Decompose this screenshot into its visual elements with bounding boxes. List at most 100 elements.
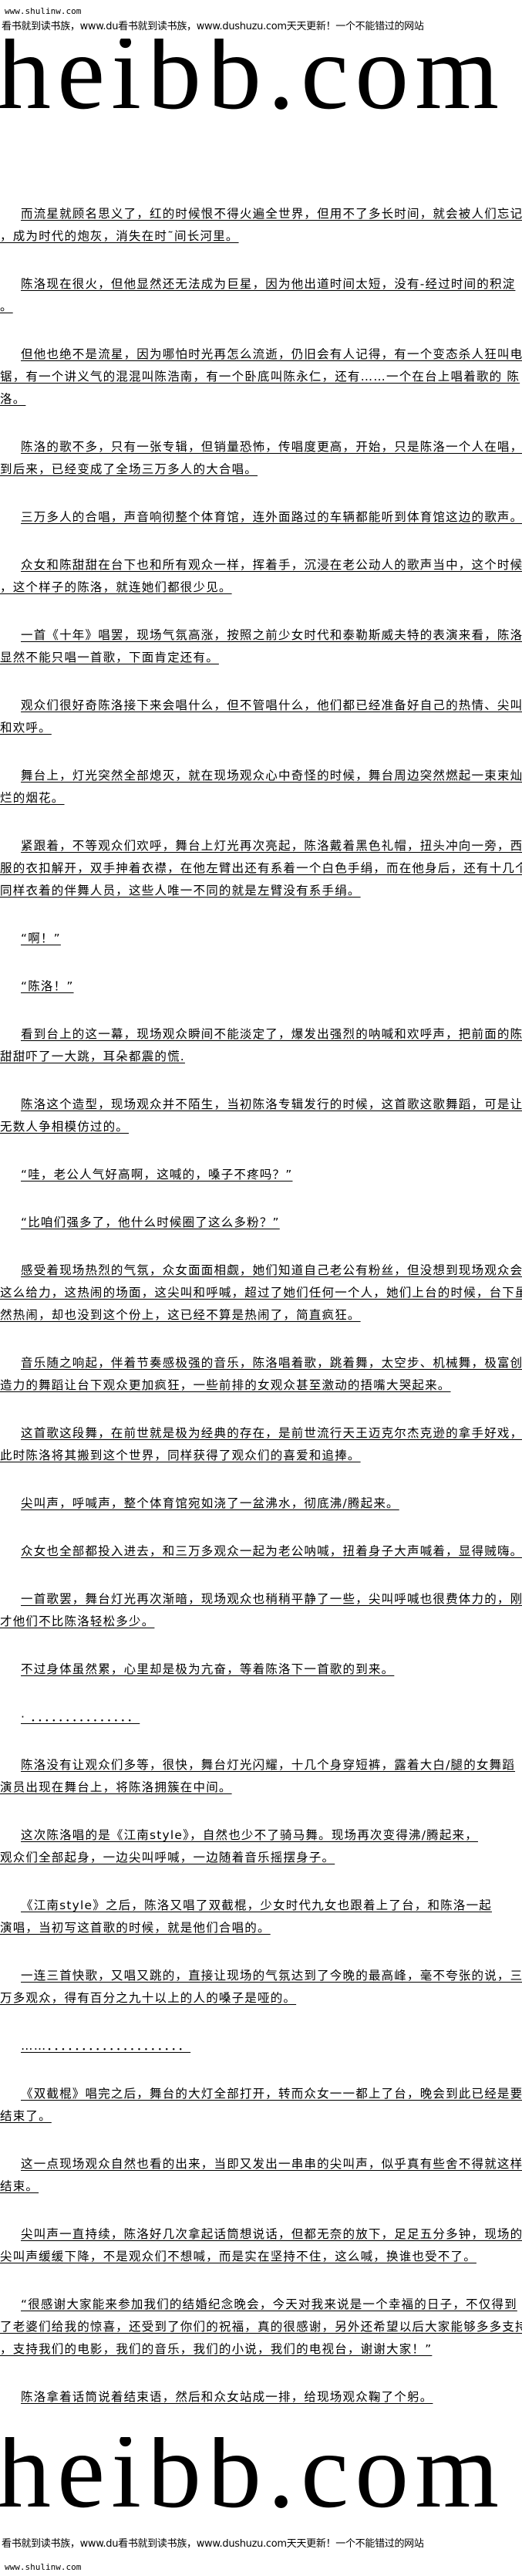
text-line: 洛。 [0, 392, 26, 406]
paragraph: 感受着现场热烈的气氛，众女面面相觑，她们知道自己老公有粉丝，但没想到现场观众会这… [0, 1259, 522, 1327]
logo-text: heibb.com [0, 39, 506, 113]
text-line: 才他们不比陈洛轻松多少。 [0, 1614, 155, 1628]
text-line: “比咱们强多了，他什么时候圈了这么多粉？” [21, 1215, 280, 1229]
text-line: 和欢呼。 [0, 721, 52, 735]
text-line: 尖叫声缓缓下降，不是观众们不想喊，而是实在坚持不住，这么喊，换谁也受不了。 [0, 2250, 477, 2263]
text-line: 此时陈洛将其搬到这个世界，同样获得了观众们的喜爱和追捧。 [0, 1449, 361, 1462]
text-line: · ．．．．．．．．．．．．．．． [21, 1710, 140, 1724]
text-line: 看到台上的这一幕，现场观众瞬间不能淡定了，爆发出强烈的呐喊和欢呼声，把前面的陈 [21, 1027, 522, 1041]
paragraph: 一首歌罢，舞台灯光再次渐暗，现场观众也稍稍平静了一些，尖叫呼喊也很费体力的，刚才… [0, 1588, 522, 1633]
paragraph: 不过身体虽然累，心里却是极为亢奋，等着陈洛下一首歌的到来。 [0, 1658, 522, 1681]
text-line: 演员出现在舞台上，将陈洛拥簇在中间。 [0, 1780, 232, 1794]
text-line: 陈洛的歌不多，只有一张专辑，但销量恐怖，传唱度更高，开始，只是陈洛一个人在唱， [21, 440, 522, 454]
paragraph: 而流星就顾名思义了，红的时候恨不得火遍全世界，但用不了多长时间，就会被人们忘记 ，… [0, 203, 522, 248]
paragraph: “哇，老公人气好高啊，这喊的，嗓子不疼吗？” [0, 1164, 522, 1186]
paragraph: 陈洛拿着话筒说着结束语，然后和众女站成一排，给现场观众鞠了个躬。 [0, 2386, 522, 2409]
paragraph: ……．．．．．．．．．．．．．．．．．．．． [0, 2035, 522, 2057]
logo-text: heibb.com [0, 2437, 506, 2511]
text-line: 陈洛拿着话筒说着结束语，然后和众女站成一排，给现场观众鞠了个躬。 [21, 2390, 433, 2404]
paragraph: 陈洛现在很火，但他显然还无法成为巨星，因为他出道时间太短，没有-经过时间的积淀。 [0, 273, 522, 318]
paragraph: 音乐随之响起，伴着节奏感极强的音乐，陈洛唱着歌，跳着舞，太空步、机械舞，极富创造… [0, 1352, 522, 1397]
paragraph: 尖叫声一直持续，陈洛好几次拿起话筒想说话，但都无奈的放下，足足五分多钟，现场的尖… [0, 2223, 522, 2268]
text-line: 烂的烟花。 [0, 791, 65, 805]
text-line: ，支持我们的电影，我们的音乐，我们的小说，我们的电视台，谢谢大家！” [0, 2342, 433, 2356]
paragraph: 众女也全部都投入进去，和三万多观众一起为老公呐喊，扭着身子大声喊着，显得贼嗨。 [0, 1540, 522, 1563]
text-line: 然热闹，却也没到这个份上，这已经不算是热闹了，简直疯狂。 [0, 1308, 361, 1322]
paragraph: 陈洛的歌不多，只有一张专辑，但销量恐怖，传唱度更高，开始，只是陈洛一个人在唱， 到… [0, 436, 522, 481]
paragraph: “比咱们强多了，他什么时候圈了这么多粉？” [0, 1212, 522, 1234]
site-url-top: www.shulinw.com [5, 6, 82, 16]
site-logo-top: heibb.com [0, 39, 522, 113]
paragraph: 但他也绝不是流星，因为哪怕时光再怎么流逝，仍旧会有人记得，有一个变态杀人狂叫电锯… [0, 343, 522, 411]
site-url-bottom: www.shulinw.com [5, 2562, 82, 2572]
site-banner-top: 看书就到读书族，www.du看书就到读书族，www.dushuzu.com天天更… [2, 21, 424, 32]
paragraph: 舞台上，灯光突然全部熄灭，就在现场观众心中奇怪的时候，舞台周边突然燃起一束束灿烂… [0, 765, 522, 810]
paragraph: 一首《十年》唱罢，现场气氛高涨，按照之前少女时代和泰勒斯威夫特的表演来看，陈洛显… [0, 624, 522, 669]
text-line: 服的衣扣解开，双手抻着衣襟，在他左臂出还有系着一个白色手绢，而在他身后，还有十几… [0, 861, 522, 875]
text-line: 一连三首快歌，又唱又跳的，直接让现场的气氛达到了今晚的最高峰，毫不夸张的说，三 [21, 1969, 522, 1983]
paragraph: 紧跟着，不等观众们欢呼，舞台上灯光再次亮起，陈洛戴着黑色礼帽，扭头冲向一旁，西服… [0, 835, 522, 902]
text-line: 这次陈洛唱的是《江南style》，自然也少不了骑马舞。现场再次变得沸/腾起来， [21, 1828, 478, 1842]
text-line: “很感谢大家能来参加我们的结婚纪念晚会，今天对我来说是一个幸福的日子，不仅得到 [21, 2297, 517, 2311]
text-line: 结束。 [0, 2179, 39, 2193]
text-line: 舞台上，灯光突然全部熄灭，就在现场观众心中奇怪的时候，舞台周边突然燃起一束束灿 [21, 769, 522, 783]
paragraph: “很感谢大家能来参加我们的结婚纪念晚会，今天对我来说是一个幸福的日子，不仅得到了… [0, 2294, 522, 2361]
text-line: 显然不能只唱一首歌，下面肯定还有。 [0, 651, 219, 664]
text-line: 演唱，当初写这首歌的时候，就是他们合唱的。 [0, 1921, 271, 1935]
text-line: 造力的舞蹈让台下观众更加疯狂，一些前排的女观众甚至激动的捂嘴大哭起来。 [0, 1378, 451, 1392]
text-line: 这一点现场观众自然也看的出来，当即又发出一串串的尖叫声，似乎真有些舍不得就这样 [21, 2157, 522, 2171]
text-line: 甜甜吓了一大跳，耳朵都震的慌. [0, 1050, 185, 1063]
text-line: 这么给力，这热闹的场面，这尖叫和呼喊，超过了她们任何一个人，她们上台的时候，台下… [0, 1286, 522, 1300]
text-line: 不过身体虽然累，心里却是极为亢奋，等着陈洛下一首歌的到来。 [21, 1662, 395, 1676]
text-line: 音乐随之响起，伴着节奏感极强的音乐，陈洛唱着歌，跳着舞，太空步、机械舞，极富创 [21, 1356, 522, 1370]
chapter-body: 而流星就顾名思义了，红的时候恨不得火遍全世界，但用不了多长时间，就会被人们忘记 ，… [0, 203, 522, 2434]
text-line: “陈洛！” [21, 979, 74, 993]
text-line: 一首《十年》唱罢，现场气氛高涨，按照之前少女时代和泰勒斯威夫特的表演来看，陈洛 [21, 628, 522, 642]
text-line: 《双截棍》唱完之后，舞台的大灯全部打开，转而众女一一都上了台，晚会到此已经是要 [21, 2087, 522, 2101]
text-line: 万多观众，得有百分之九十以上的人的嗓子是哑的。 [0, 1991, 297, 2005]
paragraph: 《双截棍》唱完之后，舞台的大灯全部打开，转而众女一一都上了台，晚会到此已经是要结… [0, 2083, 522, 2128]
text-line: 锯，有一个讲义气的混混叫陈浩南，有一个卧底叫陈永仁，还有……一个在台上唱着歌的 … [0, 370, 520, 384]
text-line: 观众们很好奇陈洛接下来会唱什么，但不管唱什么，他们都已经准备好自己的热情、尖叫 [21, 698, 522, 712]
text-line: 感受着现场热烈的气氛，众女面面相觑，她们知道自己老公有粉丝，但没想到现场观众会 [21, 1263, 522, 1277]
paragraph: 三万多人的合唱，声音响彻整个体育馆，连外面路过的车辆都能听到体育馆这边的歌声。 [0, 506, 522, 529]
site-banner-bottom: 看书就到读书族，www.du看书就到读书族，www.dushuzu.com天天更… [2, 2538, 424, 2550]
text-line: ，成为时代的炮灰，消失在时˜间长河里。 [0, 229, 239, 243]
text-line: 但他也绝不是流星，因为哪怕时光再怎么流逝，仍旧会有人记得，有一个变态杀人狂叫电 [21, 347, 522, 361]
site-logo-bottom: heibb.com [0, 2437, 522, 2511]
paragraph: “陈洛！” [0, 975, 522, 998]
text-line: 无数人争相模仿过的。 [0, 1120, 130, 1134]
text-line: 尖叫声一直持续，陈洛好几次拿起话筒想说话，但都无奈的放下，足足五分多钟，现场的 [21, 2227, 522, 2241]
text-line: 到后来，已经变成了全场三万多人的大合唱。 [0, 462, 258, 476]
paragraph: 这首歌这段舞，在前世就是极为经典的存在，是前世流行天王迈克尔杰克逊的拿手好戏，此… [0, 1422, 522, 1467]
text-line: 陈洛现在很火，但他显然还无法成为巨星，因为他出道时间太短，没有-经过时间的积淀 [21, 277, 516, 291]
paragraph: 观众们很好奇陈洛接下来会唱什么，但不管唱什么，他们都已经准备好自己的热情、尖叫和… [0, 695, 522, 739]
text-line: 紧跟着，不等观众们欢呼，舞台上灯光再次亮起，陈洛戴着黑色礼帽，扭头冲向一旁，西 [21, 839, 522, 853]
paragraph: “啊！” [0, 928, 522, 950]
paragraph: 一连三首快歌，又唱又跳的，直接让现场的气氛达到了今晚的最高峰，毫不夸张的说，三万… [0, 1965, 522, 2010]
text-line: ，这个样子的陈洛，就连她们都很少见。 [0, 580, 232, 594]
text-line: 众女也全部都投入进去，和三万多观众一起为老公呐喊，扭着身子大声喊着，显得贼嗨。 [21, 1544, 522, 1558]
text-line: 一首歌罢，舞台灯光再次渐暗，现场观众也稍稍平静了一些，尖叫呼喊也很费体力的，刚 [21, 1592, 522, 1606]
paragraph: 《江南style》之后，陈洛又唱了双截棍，少女时代九女也跟着上了台，和陈洛一起演… [0, 1895, 522, 1939]
text-line: 陈洛没有让观众们多等，很快，舞台灯光闪耀，十几个身穿短裤，露着大白/腿的女舞蹈 [21, 1758, 516, 1772]
paragraph: 尖叫声，呼喊声，整个体育馆宛如浇了一盆沸水，彻底沸/腾起来。 [0, 1493, 522, 1515]
paragraph: 陈洛这个造型，现场观众并不陌生，当初陈洛专辑发行的时候，这首歌这歌舞蹈，可是让无… [0, 1094, 522, 1138]
text-line: ……．．．．．．．．．．．．．．．．．．．． [21, 2039, 191, 2053]
text-line: 陈洛这个造型，现场观众并不陌生，当初陈洛专辑发行的时候，这首歌这歌舞蹈，可是让 [21, 1097, 522, 1111]
text-line: 了老婆们给我的惊喜，还受到了你们的祝福，真的很感谢，另外还希望以后大家能够多多支… [0, 2320, 522, 2334]
text-line: 而流星就顾名思义了，红的时候恨不得火遍全世界，但用不了多长时间，就会被人们忘记 [21, 207, 522, 221]
text-line: 尖叫声，呼喊声，整个体育馆宛如浇了一盆沸水，彻底沸/腾起来。 [21, 1496, 399, 1510]
paragraph: 看到台上的这一幕，现场观众瞬间不能淡定了，爆发出强烈的呐喊和欢呼声，把前面的陈甜… [0, 1023, 522, 1068]
text-line: 结束了。 [0, 2109, 52, 2123]
text-line: 众女和陈甜甜在台下也和所有观众一样，挥着手，沉浸在老公动人的歌声当中，这个时候 [21, 558, 522, 572]
paragraph: 陈洛没有让观众们多等，很快，舞台灯光闪耀，十几个身穿短裤，露着大白/腿的女舞蹈演… [0, 1754, 522, 1799]
text-line: “啊！” [21, 931, 61, 945]
text-line: 观众们全部起身，一边尖叫呼喊，一边随着音乐摇摆身子。 [0, 1851, 335, 1864]
paragraph: 这次陈洛唱的是《江南style》，自然也少不了骑马舞。现场再次变得沸/腾起来， 观… [0, 1824, 522, 1869]
text-line: 三万多人的合唱，声音响彻整个体育馆，连外面路过的车辆都能听到体育馆这边的歌声。 [21, 510, 522, 524]
paragraph: 这一点现场观众自然也看的出来，当即又发出一串串的尖叫声，似乎真有些舍不得就这样结… [0, 2153, 522, 2198]
text-line: “哇，老公人气好高啊，这喊的，嗓子不疼吗？” [21, 1168, 293, 1182]
text-line: 同样衣着的伴舞人员，这些人唯一不同的就是左臂没有系手绢。 [0, 884, 361, 898]
paragraph: · ．．．．．．．．．．．．．．． [0, 1706, 522, 1729]
